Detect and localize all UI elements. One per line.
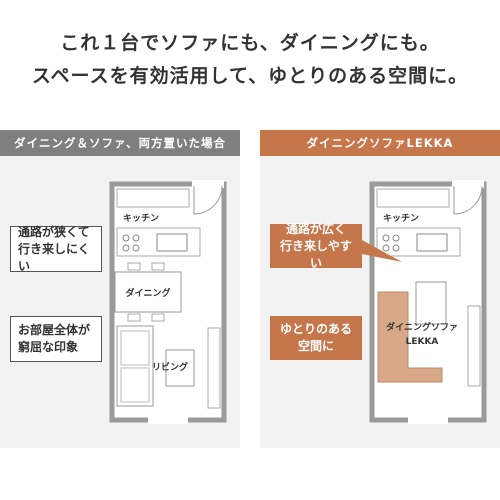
door-gap [452,180,484,188]
sofa-cushion [120,367,150,403]
coffee-table [165,349,195,387]
door-gap [192,180,224,188]
note-narrow-aisle: 通路が狭くて 行き来しにくい [10,224,102,273]
stove-burner [122,234,130,242]
dining-chair [151,313,165,322]
stove-burner [132,244,140,252]
lekka-table [415,281,447,325]
headline-line-2: スペースを有効活用して、ゆとりのある空間に。 [31,65,469,87]
kitchen-island [116,227,201,257]
note-line: 通路が狭くて [18,224,90,239]
panel-title-left: ダイニング＆ソファ、両方置いた場合 [0,130,240,156]
stove-burner [392,234,400,242]
product-label-line-2: LEKKA [406,337,439,347]
note-line: 行き来しにくい [18,241,90,273]
stove-burner [382,244,390,252]
dining-label: ダイニング [125,287,170,299]
note-line: 空間に [297,339,334,353]
callout-pointer [362,240,402,262]
dining-chair [127,313,141,322]
lekka-sofa [377,291,443,383]
living-label: リビング [152,361,188,373]
stove-burner [132,234,140,242]
note-spacious: ゆとりのある 空間に [270,316,362,360]
tv-board [467,305,481,387]
note-line: お部屋全体が [18,323,91,337]
note-line: 行き来しやすい [280,238,352,270]
dining-chair [151,262,165,271]
door-swing [193,185,223,215]
dining-chair [127,262,141,271]
note-wide-aisle: 通路が広く 行き来しやすい [270,221,362,270]
floor-plan-left: ダイニング リビング キッチン [109,180,227,424]
headline-line-1: これ１台でソファにも、ダイニングにも。 [60,32,440,54]
kitchen-label: キッチン [123,213,159,224]
kitchen-counter [116,188,190,208]
kitchen-island [376,227,461,257]
stove-burner [392,244,400,252]
note-line: 通路が広く [285,221,346,236]
bottom-opening [408,416,448,424]
note-cramped: お部屋全体が 窮屈な印象 [10,316,102,362]
sofa [116,325,154,407]
tv-board [207,327,221,409]
kitchen-label: キッチン [383,213,419,224]
sofa-cushion [120,330,150,366]
kitchen-counter [376,188,450,208]
floor-plan-right: キッチン ダイニングソファ LEKKA [362,180,487,424]
door-swing [453,185,483,215]
kitchen-sink [156,233,188,252]
comparison-panel-right: キッチン ダイニングソファ LEKKA ダイニングソファLEKKA 通路が広く … [260,130,500,448]
panel-title-right: ダイニングソファLEKKA [260,130,500,156]
note-line: ゆとりのある [279,322,352,336]
stove-burner [122,244,130,252]
note-line: 窮屈な印象 [18,340,79,354]
stove-burner [382,234,390,242]
kitchen-sink [416,233,448,252]
comparison-panel-left: ダイニング リビング キッチン ダイニング＆ソファ、両方置いた場合 通路が狭くて… [0,130,240,448]
bottom-opening [148,416,188,424]
dining-table [114,271,182,313]
product-label-line-1: ダイニングソファ [386,321,458,333]
